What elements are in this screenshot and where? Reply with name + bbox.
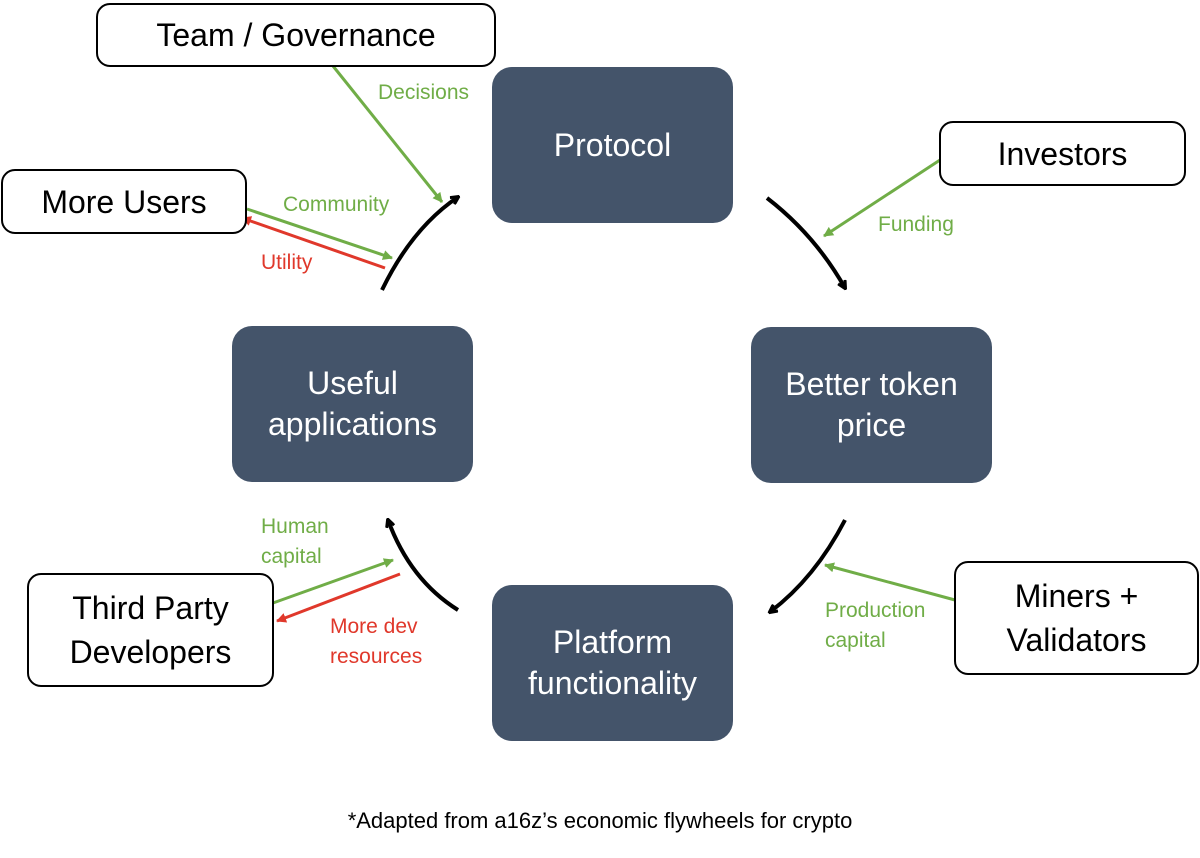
- cycle-arrow-protocol-to-token-price: [765, 196, 845, 288]
- more-dev-resources-label-line2: resources: [330, 645, 423, 668]
- third-party-developers-label-line2: Developers: [69, 634, 232, 670]
- cycle-arrow-applications-to-protocol: [380, 197, 458, 291]
- third-party-developers-box: Third Party Developers: [27, 573, 274, 687]
- team-governance-label: Team / Governance: [156, 17, 436, 53]
- better-token-price-label-line2: price: [836, 407, 907, 443]
- better-token-price-node: Better token price: [751, 327, 992, 483]
- human-capital-label: Human capital: [261, 512, 329, 572]
- community-arrow: [246, 207, 393, 260]
- miners-validators-label-line2: Validators: [1006, 622, 1147, 658]
- investors-box: Investors: [939, 121, 1186, 186]
- cycle-arrow-token-price-to-platform: [770, 519, 847, 612]
- platform-functionality-node: Platform functionality: [492, 585, 733, 741]
- more-dev-resources-label-line1: More dev: [330, 615, 418, 638]
- utility-label: Utility: [261, 251, 313, 274]
- third-party-developers-label-line1: Third Party: [72, 590, 229, 626]
- human-capital-arrow: [272, 558, 394, 605]
- protocol-label: Protocol: [553, 126, 672, 163]
- useful-applications-label-line2: applications: [268, 406, 437, 442]
- useful-applications-node: Useful applications: [232, 326, 473, 482]
- production-capital-label: Production capital: [825, 596, 925, 656]
- miners-validators-box: Miners + Validators: [954, 561, 1199, 675]
- more-users-label: More Users: [41, 183, 207, 220]
- footnote: *Adapted from a16z’s economic flywheels …: [347, 808, 853, 833]
- platform-functionality-label-line1: Platform: [552, 624, 673, 660]
- more-dev-resources-label: More dev resources: [330, 612, 422, 672]
- production-capital-label-line2: capital: [825, 629, 886, 652]
- better-token-price-label-line1: Better token: [785, 366, 958, 402]
- cycle-arrow-platform-to-applications: [388, 520, 460, 612]
- production-capital-arrow: [824, 562, 956, 602]
- more-users-box: More Users: [1, 169, 247, 234]
- decisions-label: Decisions: [378, 81, 470, 104]
- funding-label: Funding: [878, 213, 954, 236]
- human-capital-label-line1: Human: [261, 515, 329, 538]
- more-dev-resources-arrow: [276, 572, 401, 623]
- utility-arrow: [241, 216, 386, 270]
- team-governance-box: Team / Governance: [96, 3, 496, 67]
- human-capital-label-line2: capital: [261, 545, 322, 568]
- miners-validators-label-line1: Miners +: [1014, 578, 1139, 614]
- funding-arrow: [823, 158, 941, 238]
- protocol-node: Protocol: [492, 67, 733, 223]
- decisions-arrow: [331, 65, 444, 203]
- production-capital-label-line1: Production: [825, 599, 926, 622]
- platform-functionality-label-line2: functionality: [528, 665, 697, 701]
- useful-applications-label-line1: Useful: [307, 365, 398, 401]
- investors-label: Investors: [997, 135, 1128, 172]
- community-label: Community: [283, 193, 390, 216]
